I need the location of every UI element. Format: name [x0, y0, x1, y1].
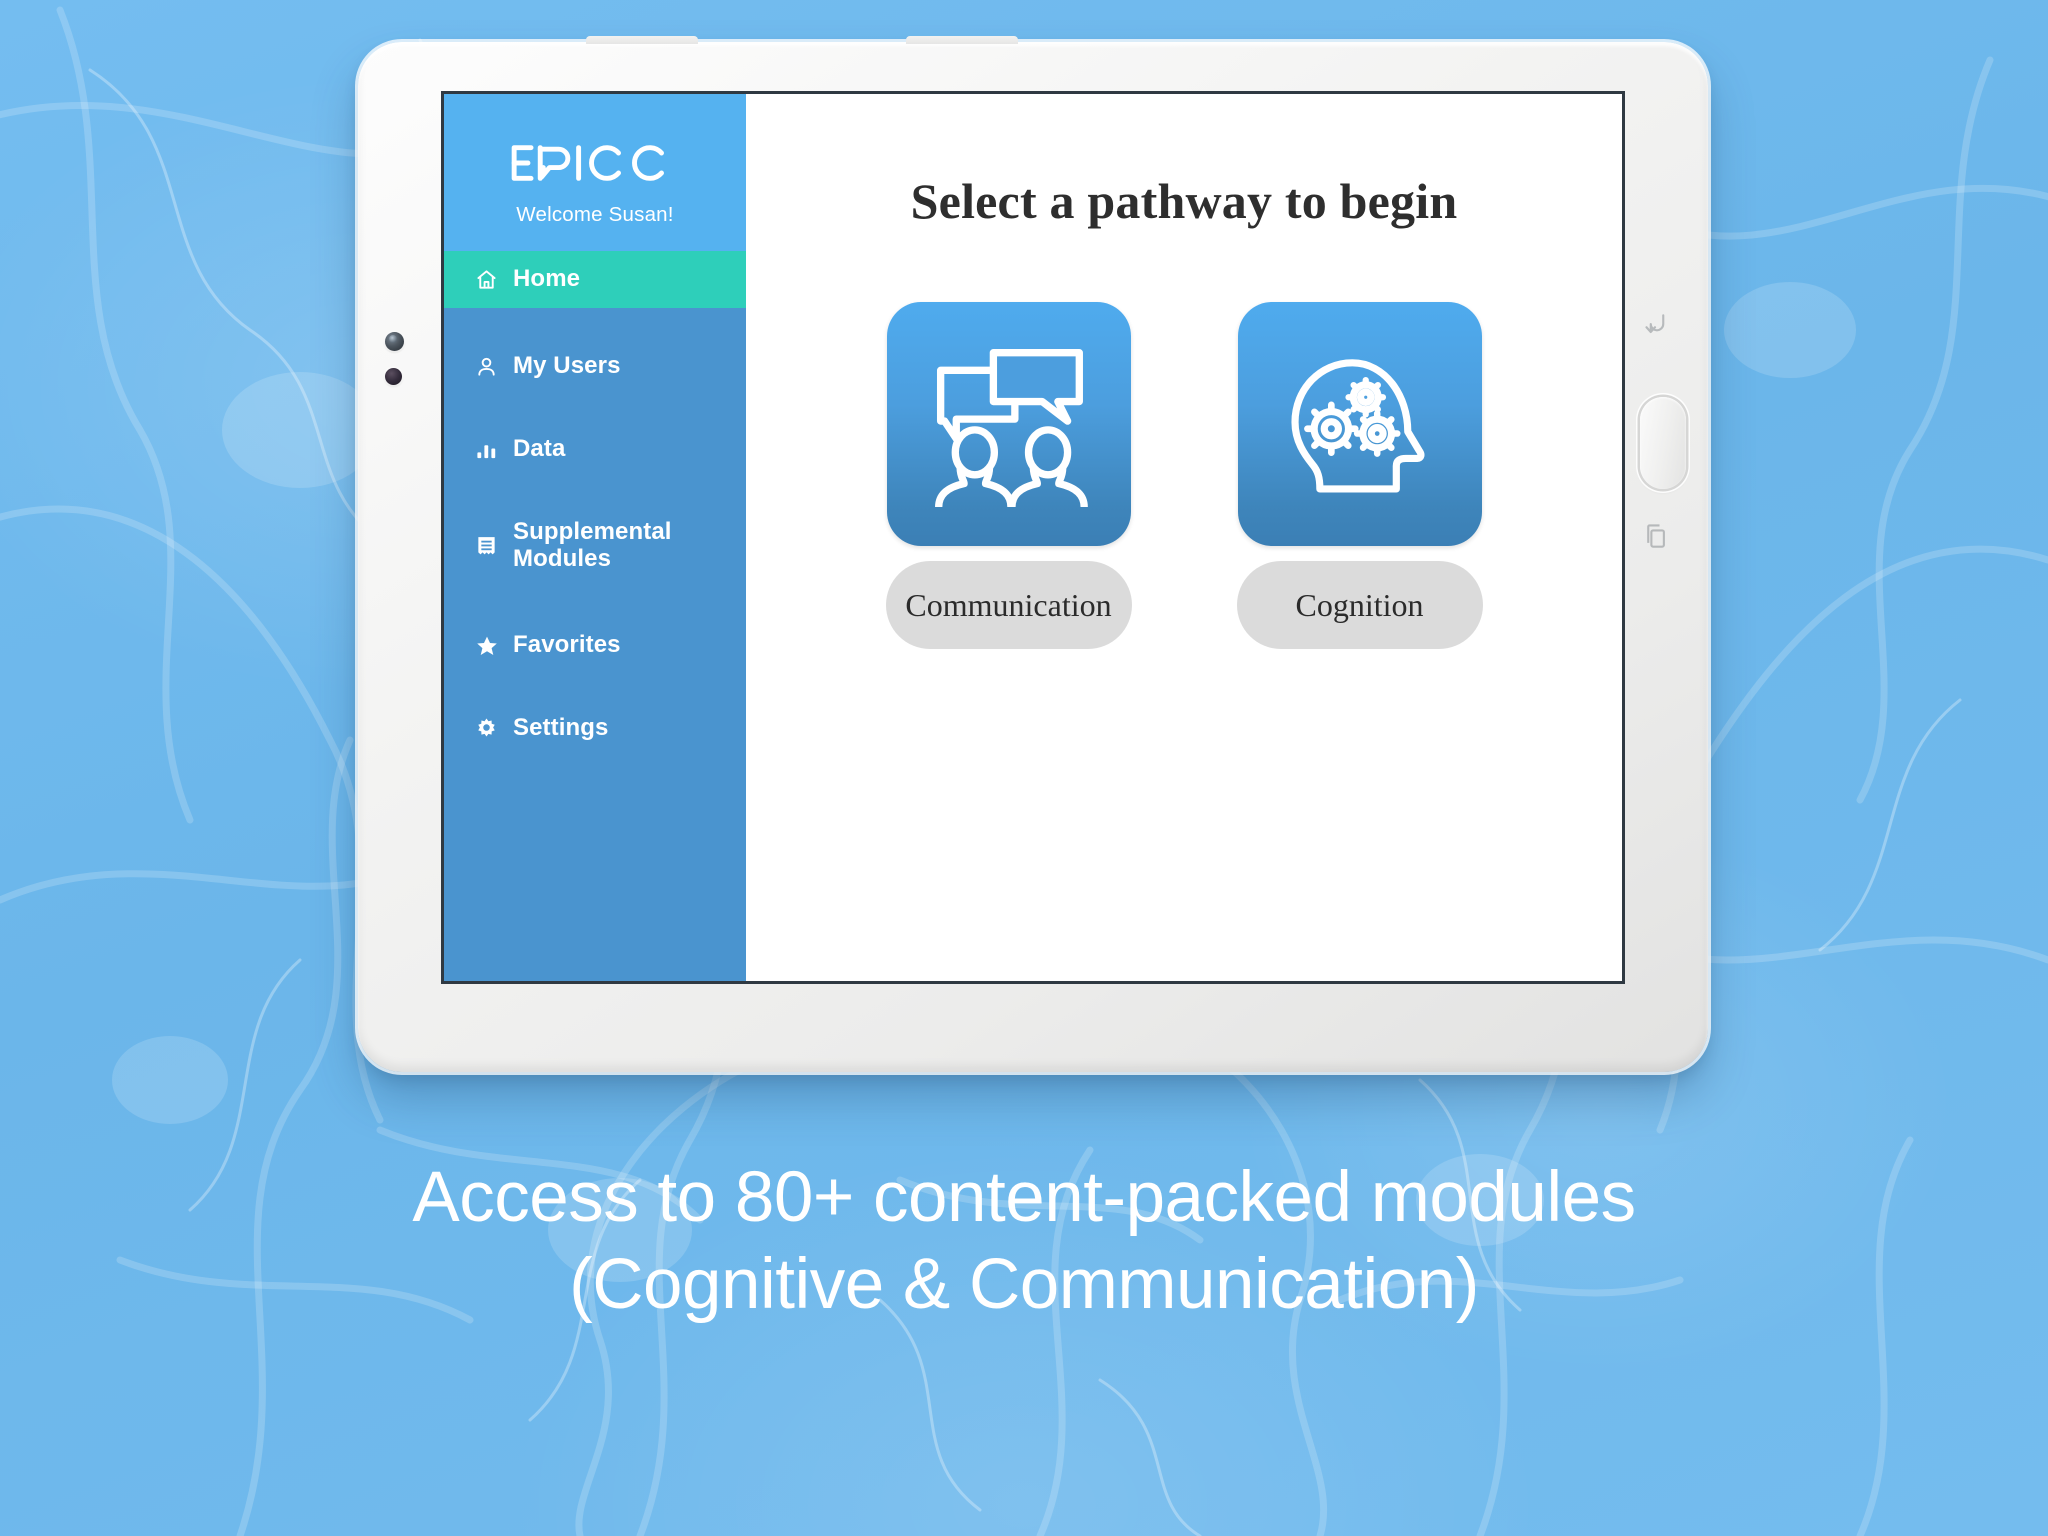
- nav-spacer: [444, 674, 746, 700]
- speaker-grille-right: [906, 36, 1018, 44]
- user-icon: [474, 355, 499, 378]
- sidebar-header: Welcome Susan!: [444, 94, 746, 251]
- home-button[interactable]: [1640, 397, 1686, 489]
- recent-apps-icon[interactable]: [1642, 521, 1672, 551]
- sidebar-item-favorites[interactable]: Favorites: [444, 617, 746, 674]
- light-sensor: [385, 368, 402, 385]
- pathway-grid: Communication: [885, 302, 1483, 649]
- epicc-logo: [444, 136, 746, 190]
- speech-bubbles-people-icon: [921, 341, 1097, 507]
- sidebar-item-label: Home: [513, 265, 581, 292]
- pathway-communication[interactable]: Communication: [885, 302, 1132, 649]
- sidebar: Welcome Susan! Home: [444, 94, 746, 981]
- home-icon: [474, 268, 499, 291]
- head-gears-icon: [1274, 338, 1446, 510]
- sidebar-item-supplemental-modules[interactable]: Supplemental Modules: [444, 504, 746, 588]
- sidebar-item-home[interactable]: Home: [444, 251, 746, 308]
- cognition-tile[interactable]: [1237, 302, 1482, 546]
- nav-spacer: [444, 478, 746, 504]
- nav-spacer: [444, 587, 746, 617]
- back-arrow-icon[interactable]: [1642, 309, 1672, 339]
- document-icon: [474, 534, 499, 557]
- sidebar-item-data[interactable]: Data: [444, 421, 746, 478]
- epicc-wordmark: [511, 145, 664, 181]
- caption: Access to 80+ content-packed modules (Co…: [0, 1155, 2048, 1328]
- star-icon: [474, 634, 499, 658]
- sidebar-item-my-users[interactable]: My Users: [444, 338, 746, 395]
- sidebar-item-settings[interactable]: Settings: [444, 700, 746, 757]
- sidebar-item-label: Favorites: [513, 631, 621, 659]
- gear-icon: [474, 717, 499, 740]
- caption-line-2: (Cognitive & Communication): [569, 1244, 1479, 1324]
- communication-button[interactable]: Communication: [885, 561, 1132, 649]
- sidebar-item-label: Supplemental Modules: [513, 517, 672, 572]
- page-title: Select a pathway to begin: [910, 173, 1458, 229]
- sidebar-item-label: Settings: [513, 714, 609, 742]
- sidebar-item-label: Data: [513, 434, 566, 462]
- nav-spacer: [444, 308, 746, 338]
- caption-line-1: Access to 80+ content-packed modules: [412, 1158, 1636, 1237]
- main-content: Select a pathway to begin: [746, 94, 1622, 981]
- welcome-message: Welcome Susan!: [516, 203, 674, 226]
- tablet-screen: Welcome Susan! Home: [441, 91, 1625, 984]
- sidebar-nav: Home My Users: [444, 251, 746, 777]
- tablet-device: Welcome Susan! Home: [358, 36, 1708, 1081]
- bar-chart-icon: [474, 438, 499, 461]
- nav-spacer: [444, 395, 746, 421]
- communication-tile[interactable]: [886, 302, 1131, 546]
- cognition-button[interactable]: Cognition: [1236, 561, 1483, 649]
- pathway-cognition[interactable]: Cognition: [1236, 302, 1483, 649]
- front-camera: [385, 332, 404, 351]
- sidebar-item-label: My Users: [513, 351, 621, 379]
- speaker-grille-left: [586, 36, 698, 44]
